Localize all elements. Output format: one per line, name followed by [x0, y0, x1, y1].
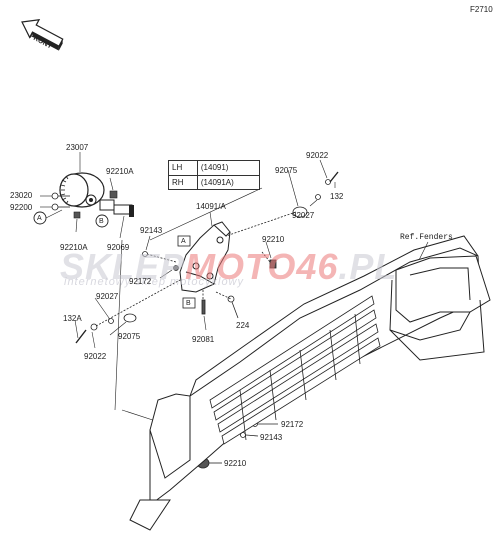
grille-louvers-icon — [209, 295, 381, 445]
side-reference-table: LH (14091) RH (14091A) — [168, 160, 261, 190]
table-row: LH (14091) — [168, 160, 261, 176]
ref-fenders-label: Ref.Fenders — [400, 233, 453, 242]
part-label-92210-bottom[interactable]: 92210 — [224, 459, 247, 468]
ref-side-lh: LH — [168, 160, 198, 176]
watermark-logo: SKLEPMOTO46.PL — [60, 246, 397, 288]
part-label-92143-top[interactable]: 92143 — [140, 226, 163, 235]
part-label-92022-right[interactable]: 92022 — [306, 151, 329, 160]
part-label-92210-mid[interactable]: 92210 — [262, 235, 285, 244]
callout-a-mid[interactable]: A — [181, 238, 186, 245]
part-label-92210a-top[interactable]: 92210A — [106, 167, 134, 176]
part-label-132[interactable]: 132 — [330, 192, 344, 201]
headlight-unit-icon — [59, 172, 134, 217]
part-label-92027-right[interactable]: 92027 — [292, 211, 315, 220]
part-label-23007[interactable]: 23007 — [66, 143, 89, 152]
part-label-23020[interactable]: 23020 — [10, 191, 33, 200]
ref-side-rh: RH — [168, 174, 198, 190]
watermark-subtitle: internetowy sklep motocyklowy — [64, 276, 245, 288]
watermark-part2: MOTO46 — [185, 246, 339, 287]
watermark-part1: SKLEP — [60, 246, 186, 287]
part-label-92143-bottom[interactable]: 92143 — [260, 433, 283, 442]
callout-a-left-icon — [33, 209, 63, 225]
figure-code: F2710 — [470, 5, 493, 14]
clip-icon — [73, 190, 118, 219]
part-label-92075-right[interactable]: 92075 — [275, 166, 298, 175]
front-arrow-icon — [21, 18, 64, 51]
ref-code-lh: (14091) — [196, 160, 261, 176]
part-label-92027-left[interactable]: 92027 — [96, 292, 119, 301]
callout-a-left[interactable]: A — [37, 215, 42, 222]
leader-lines-misc — [74, 159, 336, 425]
part-label-224[interactable]: 224 — [236, 321, 250, 330]
part-label-92069[interactable]: 92069 — [107, 243, 130, 252]
part-label-14091a[interactable]: 14091/A — [196, 202, 226, 211]
part-label-92172-top[interactable]: 92172 — [129, 277, 152, 286]
part-label-92200[interactable]: 92200 — [10, 203, 33, 212]
part-label-132a[interactable]: 132A — [63, 314, 82, 323]
part-label-92210a-bottom[interactable]: 92210A — [60, 243, 88, 252]
bracket-icon — [179, 221, 231, 293]
callout-a-mid-icon — [177, 235, 191, 247]
leader-lines-headlight — [40, 152, 125, 411]
part-label-92172-bottom[interactable]: 92172 — [281, 420, 304, 429]
part-label-92075-left[interactable]: 92075 — [118, 332, 141, 341]
callout-b-mid[interactable]: B — [186, 300, 191, 307]
grille-panel-icon — [129, 235, 491, 531]
watermark-part3: .PL — [338, 246, 398, 287]
table-row: RH (14091A) — [168, 174, 261, 190]
callout-b-left[interactable]: B — [99, 218, 104, 225]
callout-b-mid-icon — [182, 297, 196, 309]
ref-code-rh: (14091A) — [196, 174, 261, 190]
part-label-92022-left[interactable]: 92022 — [84, 352, 107, 361]
part-label-92081[interactable]: 92081 — [192, 335, 215, 344]
callout-b-left-icon — [95, 214, 109, 228]
